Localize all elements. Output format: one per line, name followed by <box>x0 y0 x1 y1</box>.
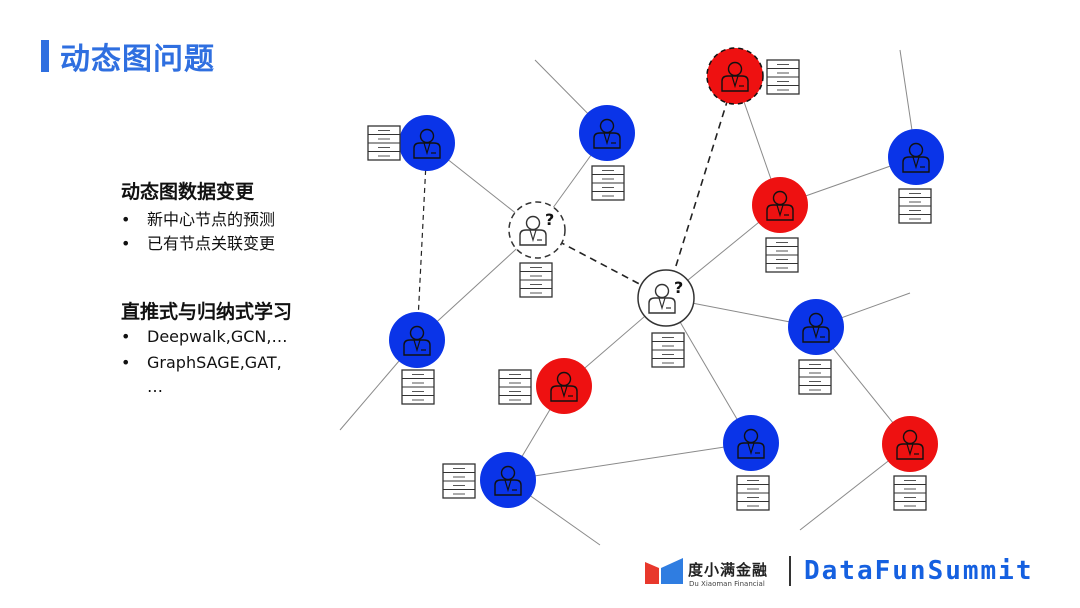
person-body <box>766 204 794 221</box>
blue-node <box>788 299 844 355</box>
person-tie <box>731 75 739 89</box>
red-node <box>536 358 592 414</box>
table-icon <box>893 475 927 511</box>
person-head <box>654 283 670 299</box>
red-node <box>882 416 938 472</box>
table-icon <box>736 475 770 511</box>
section-heading-dynamic-data: 动态图数据变更 <box>121 181 255 203</box>
red-node <box>752 177 808 233</box>
table-icon <box>367 125 401 161</box>
unknown-node: ? <box>508 201 566 259</box>
person-tie <box>912 156 920 170</box>
bullet-item: • GraphSAGE,GAT, <box>121 353 282 372</box>
person-body <box>648 297 676 314</box>
person-body <box>519 229 547 246</box>
table-icon <box>519 262 553 298</box>
person-head <box>727 61 743 77</box>
red-node <box>706 47 764 105</box>
person-head <box>500 465 516 481</box>
page-title: 动态图问题 <box>60 42 215 77</box>
blue-node <box>399 115 455 171</box>
table-icon <box>765 237 799 273</box>
person-head <box>556 371 572 387</box>
person-tie <box>423 142 431 156</box>
table-icon <box>766 59 800 95</box>
graph-edge <box>507 442 752 481</box>
person-head <box>808 312 824 328</box>
person-tie <box>776 204 784 218</box>
table-icon <box>798 359 832 395</box>
bullet-item: • 新中心节点的预测 <box>121 206 275 230</box>
title-accent-bar <box>41 40 49 72</box>
dashed-edge <box>416 142 428 341</box>
person-head <box>743 428 759 444</box>
bullet-item: • Deepwalk,GCN,… <box>121 327 287 346</box>
brand-logo-text: DataFunSummit <box>804 556 1034 586</box>
question-mark: ? <box>545 210 554 229</box>
person-tie <box>603 132 611 146</box>
bullet-text: Deepwalk,GCN,… <box>147 327 288 346</box>
person-head <box>599 118 615 134</box>
duxiaoman-logo-icon <box>645 558 683 584</box>
bullet-dot: • <box>121 210 131 229</box>
person-head <box>409 325 425 341</box>
bullet-dot: • <box>121 353 131 372</box>
person-head <box>419 128 435 144</box>
person-head <box>908 142 924 158</box>
person-body <box>802 326 830 343</box>
bullet-text: GraphSAGE,GAT, <box>147 353 282 372</box>
feature-tables <box>367 59 932 511</box>
blue-node <box>888 129 944 185</box>
table-icon <box>651 332 685 368</box>
person-tie <box>906 443 914 457</box>
person-head <box>525 215 541 231</box>
bullet-text: 新中心节点的预测 <box>147 210 276 229</box>
person-tie <box>504 479 512 493</box>
table-icon <box>401 369 435 405</box>
person-tie <box>413 339 421 353</box>
bullet-item: • 已有节点关联变更 <box>121 230 275 254</box>
blue-node <box>389 312 445 368</box>
person-body <box>721 75 749 92</box>
company-name-cn: 度小满金融 <box>688 561 769 579</box>
bullet-continuation: … <box>147 377 163 396</box>
person-body <box>550 385 578 402</box>
blue-node <box>723 415 779 471</box>
person-tie <box>529 229 537 243</box>
graph-nodes: ?? <box>389 47 944 508</box>
person-body <box>896 443 924 460</box>
person-tie <box>658 297 666 311</box>
person-tie <box>560 385 568 399</box>
bullet-dot: • <box>121 327 131 346</box>
person-tie <box>747 442 755 456</box>
company-name-en: Du Xiaoman Financial <box>689 580 765 588</box>
dashed-edge <box>665 75 736 299</box>
unknown-node: ? <box>637 269 695 327</box>
table-icon <box>498 369 532 405</box>
blue-node <box>579 105 635 161</box>
person-body <box>403 339 431 356</box>
table-icon <box>442 463 476 499</box>
person-tie <box>812 326 820 340</box>
person-body <box>593 132 621 149</box>
person-body <box>902 156 930 173</box>
table-icon <box>898 188 932 224</box>
footer-divider <box>789 556 791 586</box>
bullet-dot: • <box>121 234 131 253</box>
blue-node <box>480 452 536 508</box>
bullet-text: 已有节点关联变更 <box>147 234 276 253</box>
person-head <box>772 190 788 206</box>
person-body <box>413 142 441 159</box>
section-heading-learning: 直推式与归纳式学习 <box>121 301 293 323</box>
table-icon <box>591 165 625 201</box>
question-mark: ? <box>674 278 683 297</box>
person-body <box>737 442 765 459</box>
person-head <box>902 429 918 445</box>
person-body <box>494 479 522 496</box>
